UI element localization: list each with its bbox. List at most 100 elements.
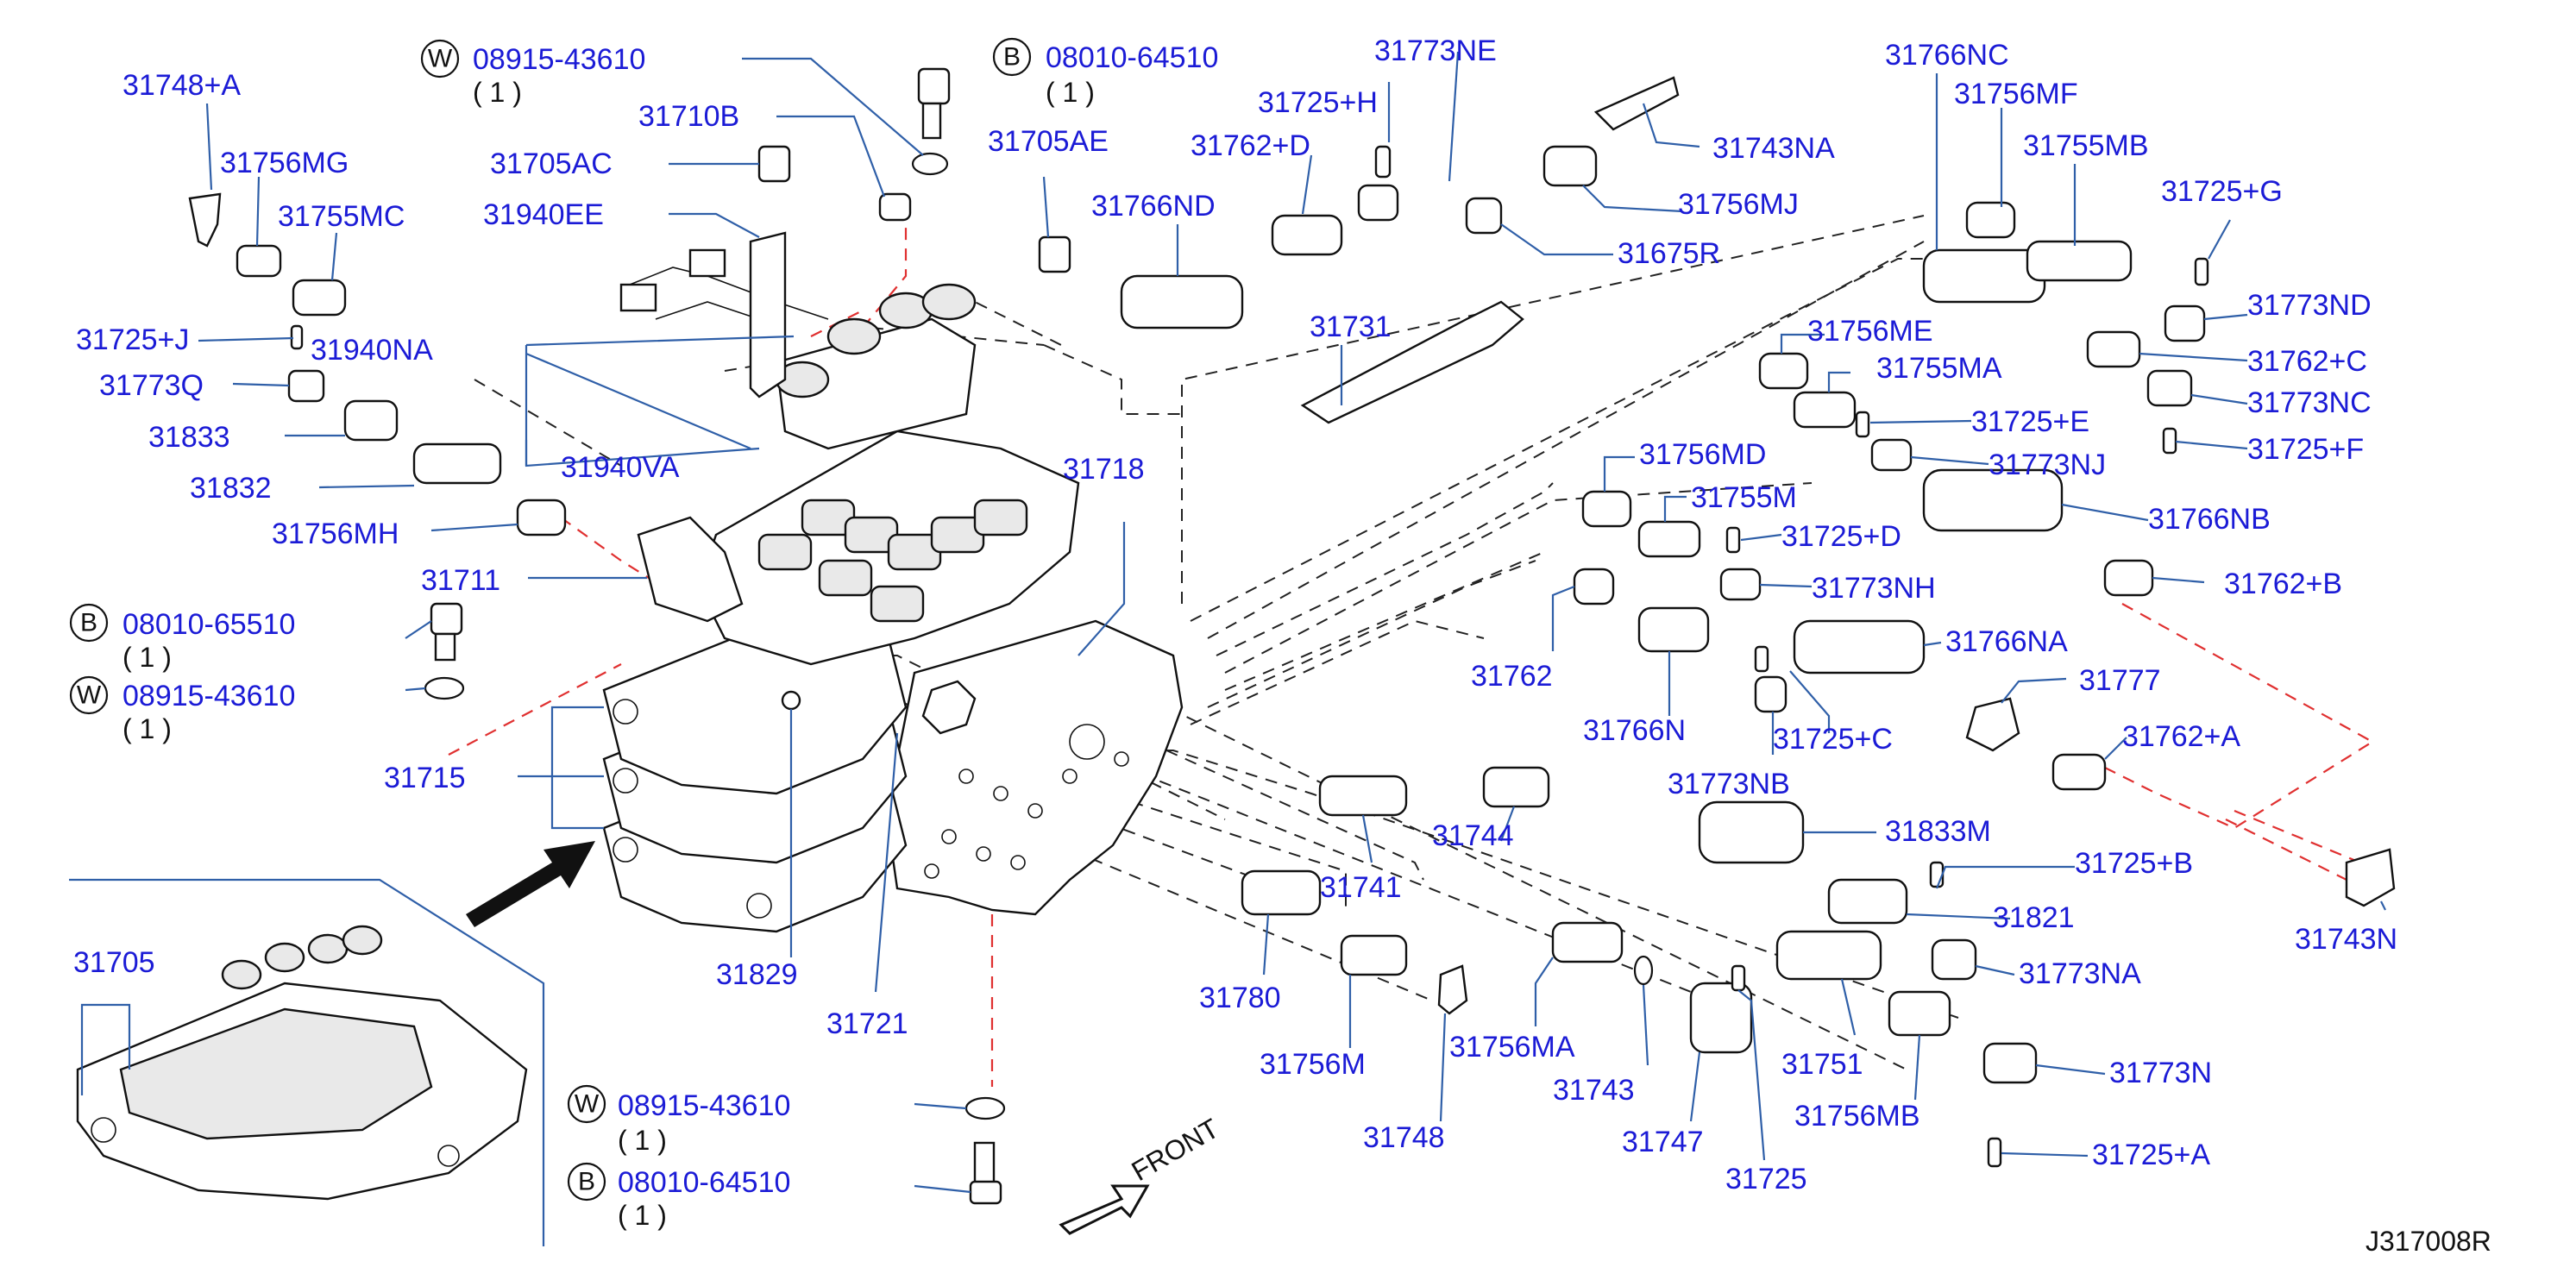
label-31725d: 31725+D (1781, 520, 1901, 553)
label-31762d: 31762+D (1191, 129, 1310, 162)
label-31773nh: 31773NH (1812, 572, 1936, 605)
bolt-left (430, 602, 463, 636)
lower-valve-body (887, 619, 1184, 916)
part-labels: 31748+A 31756MG 31755MC 31725+J 31773Q 3… (73, 35, 2397, 1195)
label-31766nc: 31766NC (1885, 39, 2009, 72)
valve-m (1637, 520, 1701, 558)
label-31755mc: 31755MC (278, 200, 405, 233)
label-31762b: 31762+B (2224, 568, 2342, 600)
fastener-callouts: W 08915-43610 ( 1 ) B 08010-64510 ( 1 ) … (69, 37, 1218, 1231)
label-31756m: 31756M (1260, 1048, 1366, 1081)
fastener-letter-w-bottom: W (575, 1090, 600, 1119)
sleeve-31747 (1689, 982, 1753, 1054)
fastener-badge-w-top (420, 39, 460, 78)
fastener-qty-w-left: ( 1 ) (123, 713, 172, 744)
valve-31832 (412, 442, 502, 485)
label-31747: 31747 (1622, 1126, 1704, 1158)
valve-nb (1922, 468, 2064, 532)
label-31755ma: 31755MA (1876, 352, 2002, 385)
label-31762c: 31762+C (2247, 345, 2367, 378)
label-31833m: 31833M (1885, 815, 1991, 848)
fastener-badge-w-bottom (567, 1084, 606, 1124)
front-arrow-icon (1059, 1184, 1150, 1235)
solenoid-block (775, 317, 977, 450)
nut-710b (878, 192, 912, 222)
label-31762: 31762 (1471, 660, 1553, 693)
plug-675r (1465, 197, 1503, 235)
pin-g (2194, 257, 2209, 286)
label-31773q: 31773Q (99, 369, 204, 402)
label-31748: 31748 (1363, 1121, 1445, 1154)
plug-nj (1870, 438, 1913, 472)
label-31756md: 31756MD (1639, 438, 1766, 471)
label-31725e: 31725+E (1971, 405, 2089, 438)
valve-na (1793, 619, 1926, 675)
label-31756mh: 31756MH (272, 518, 399, 550)
label-31705ae: 31705AE (988, 125, 1109, 158)
label-31773nd: 31773ND (2247, 289, 2372, 322)
label-31751: 31751 (1781, 1048, 1863, 1081)
label-31743: 31743 (1553, 1074, 1635, 1107)
label-31940va: 31940VA (561, 451, 680, 484)
spring-31756m (1340, 934, 1408, 976)
valve-31821 (1827, 878, 1908, 925)
bolt-top (917, 67, 951, 105)
front-label: FRONT (1127, 1113, 1224, 1187)
wiring-harness (629, 267, 829, 329)
plug-nd (2164, 304, 2206, 342)
retainer-31748 (1437, 964, 1468, 1015)
label-31744: 31744 (1432, 819, 1514, 852)
lower-body-holes (924, 724, 1129, 879)
oil-strainer (921, 680, 977, 735)
label-31721: 31721 (826, 1007, 908, 1040)
assembly-lines (474, 215, 1984, 1070)
spring-mj (1542, 145, 1598, 187)
plug-nb (1754, 675, 1787, 713)
label-31773nb: 31773NB (1668, 768, 1790, 800)
label-31773na: 31773NA (2019, 957, 2141, 990)
label-31710b: 31710B (638, 100, 739, 133)
label-31940ee: 31940EE (483, 198, 604, 231)
fastener-qty-b-top: ( 1 ) (1046, 77, 1095, 108)
spring-mh (516, 499, 567, 536)
label-31940na: 31940NA (311, 334, 433, 367)
valve-n (1637, 606, 1710, 653)
spring-d (1271, 214, 1343, 256)
label-31725c: 31725+C (1773, 723, 1893, 756)
fastener-qty-w-bottom: ( 1 ) (618, 1125, 667, 1156)
fastener-letter-w-top: W (428, 45, 453, 73)
retainer-plate-left (188, 192, 222, 248)
pin-a (1987, 1137, 2002, 1168)
spring-31762 (1573, 568, 1615, 605)
label-31725g: 31725+G (2161, 175, 2283, 208)
loose-parts (188, 67, 2396, 1205)
label-31755mb: 31755MB (2023, 129, 2149, 162)
sleeve-833m (1698, 800, 1805, 864)
fastener-badge-b-left (69, 603, 109, 643)
sleeve-31833 (343, 399, 399, 442)
label-31755m: 31755M (1691, 481, 1797, 514)
fastener-number-b-top: 08010-64510 (1046, 41, 1218, 74)
spring-md (1581, 490, 1632, 528)
fastener-qty-w-top: ( 1 ) (473, 77, 522, 108)
upper-body-spools (757, 499, 1028, 623)
fastener-qty-b-left: ( 1 ) (123, 642, 172, 673)
label-31766nb: 31766NB (2148, 503, 2271, 536)
plug-nc (2146, 369, 2193, 407)
fastener-letter-b-bottom: B (578, 1168, 595, 1196)
retainer-31743 (1633, 955, 1654, 986)
label-31756me: 31756ME (1807, 315, 1933, 348)
label-31773nj: 31773NJ (1989, 449, 2106, 481)
label-31777: 31777 (2079, 664, 2161, 697)
label-31829: 31829 (716, 958, 798, 991)
retainer-31777 (1965, 697, 2020, 752)
label-31773n: 31773N (2109, 1057, 2212, 1089)
spring-mg (236, 244, 282, 278)
label-31773nc: 31773NC (2247, 386, 2372, 419)
label-31705ac: 31705AC (490, 147, 613, 180)
assembly-direction-arrow (466, 841, 595, 927)
plug-q (287, 369, 325, 403)
pin-31725 (1731, 964, 1746, 992)
fastener-number-w-top: 08915-43610 (473, 43, 645, 76)
